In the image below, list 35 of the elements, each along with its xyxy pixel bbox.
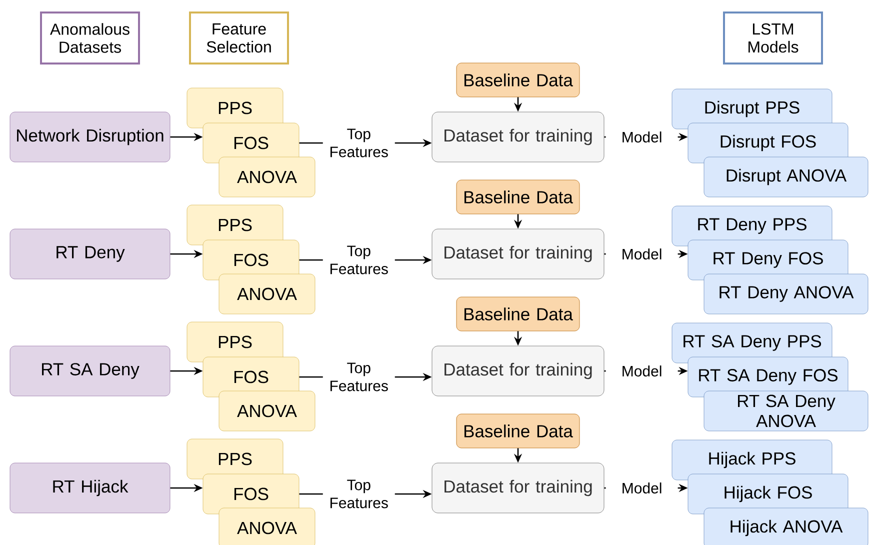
feature-box: PPS <box>186 438 284 480</box>
feature-box: ANOVA <box>218 508 316 545</box>
dataset-box: RT Deny <box>10 228 170 280</box>
edge-label: Model <box>606 247 678 260</box>
model-box: Disrupt ANOVA <box>704 156 868 198</box>
model-box: RT Deny ANOVA <box>704 274 868 314</box>
dataset-box: Network Disruption <box>10 112 170 162</box>
training-box: Dataset for training <box>432 346 604 396</box>
baseline-box: Baseline Data <box>456 296 580 332</box>
edge-label: Top Features <box>322 362 395 392</box>
baseline-box: Baseline Data <box>456 62 580 98</box>
edge-label: Top Features <box>322 128 395 158</box>
baseline-box: Baseline Data <box>456 414 580 448</box>
header-box: LSTM Models <box>723 12 823 64</box>
training-box: Dataset for training <box>432 462 604 514</box>
edge-label: Model <box>606 481 678 494</box>
dataset-box: RT SA Deny <box>10 346 170 396</box>
feature-box: ANOVA <box>218 274 316 314</box>
model-box: Hijack ANOVA <box>704 508 868 545</box>
edge-label: Model <box>606 130 678 144</box>
header-box: Anomalous Datasets <box>40 12 140 64</box>
baseline-box: Baseline Data <box>456 180 580 214</box>
feature-box: ANOVA <box>218 156 316 198</box>
edge-label: Model <box>606 364 678 378</box>
feature-box: ANOVA <box>218 390 316 432</box>
feature-box: PPS <box>186 88 284 128</box>
header-box: Feature Selection <box>189 12 289 64</box>
dataset-box: RT Hijack <box>10 462 170 514</box>
feature-box: PPS <box>186 204 284 246</box>
edge-label: Top Features <box>322 244 395 276</box>
feature-box: PPS <box>186 322 284 362</box>
training-box: Dataset for training <box>432 228 604 280</box>
edge-label: Top Features <box>322 478 395 510</box>
training-box: Dataset for training <box>432 112 604 162</box>
model-box: RT SA Deny ANOVA <box>704 390 868 432</box>
